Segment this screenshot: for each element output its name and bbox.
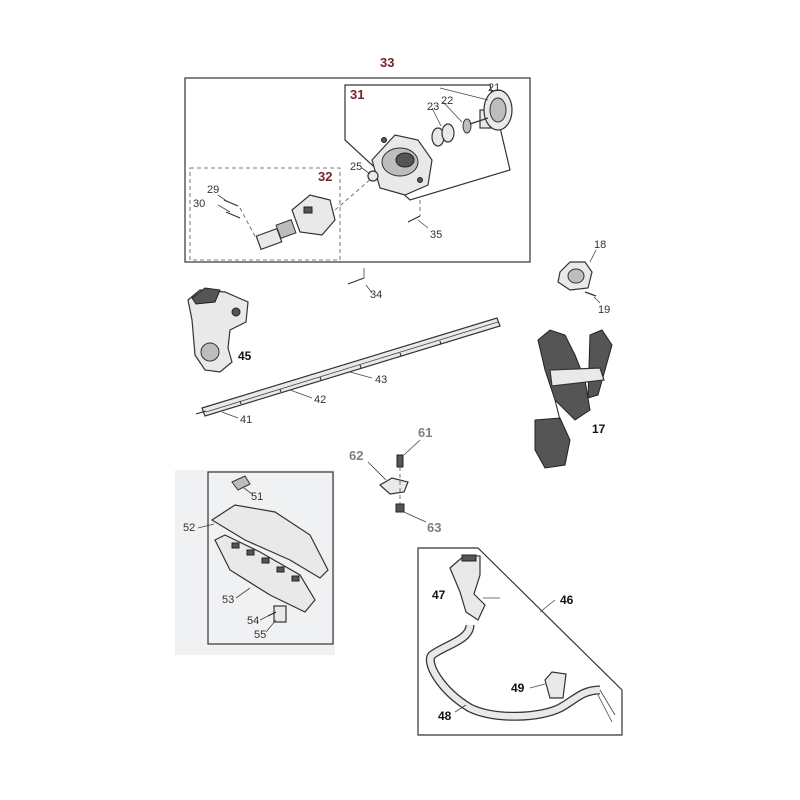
label-34: 34 [370, 289, 382, 301]
shield-slots [231, 542, 300, 582]
handle-bracket-45: 45 [187, 287, 252, 373]
screw-54 [267, 611, 277, 617]
assembly-33: 33 31 32 [184, 55, 531, 263]
bracket-62: 61 62 63 [349, 425, 441, 535]
washer-25 [367, 170, 379, 182]
label-49: 49 [511, 681, 525, 695]
screw-34: 34 [347, 268, 382, 301]
clutch-drum-21 [469, 89, 513, 131]
label-22: 22 [441, 95, 453, 107]
label-52: 52 [183, 522, 195, 534]
gear-housing [371, 134, 433, 196]
bearing-23 [431, 123, 455, 147]
plate-55 [273, 605, 287, 623]
clamp-18: 18 19 [557, 239, 610, 316]
drive-shaft-end [195, 410, 207, 415]
label-17: 17 [592, 422, 606, 436]
label-30: 30 [193, 198, 205, 210]
tube-ribs [239, 340, 442, 405]
shield-frame [207, 471, 334, 645]
label-41: 41 [240, 414, 252, 426]
drive-tube: 43 42 41 [195, 317, 501, 426]
grip-47 [449, 554, 486, 621]
label-43: 43 [375, 374, 387, 386]
label-42: 42 [314, 394, 326, 406]
label-48: 48 [438, 709, 452, 723]
screw-35 [407, 215, 421, 223]
assembly-32-frame [189, 167, 341, 261]
tube-clamp-32 [255, 194, 336, 251]
label-21: 21 [488, 82, 500, 94]
label-18: 18 [594, 239, 606, 251]
label-19: 19 [598, 304, 610, 316]
label-35: 35 [430, 229, 442, 241]
label-23: 23 [427, 101, 439, 113]
label-32: 32 [318, 169, 332, 184]
screw-61 [396, 454, 404, 468]
circlip-22 [462, 118, 472, 134]
label-61: 61 [418, 425, 432, 440]
assembly-path [239, 207, 257, 239]
label-25: 25 [350, 161, 362, 173]
label-33: 33 [380, 55, 394, 70]
label-29: 29 [207, 184, 219, 196]
assembly-31-frame [344, 84, 511, 201]
label-31: 31 [350, 87, 364, 102]
label-54: 54 [247, 615, 259, 627]
label-46: 46 [560, 593, 574, 607]
harness-17: 17 [534, 329, 613, 469]
clip-51 [231, 475, 251, 491]
screw-30 [225, 211, 241, 219]
shield-assembly: 51 52 53 54 55 [175, 470, 335, 655]
label-55: 55 [254, 629, 266, 641]
assembly-path [334, 177, 373, 211]
label-62: 62 [349, 448, 363, 463]
handle-frame [417, 547, 623, 736]
assembly-33-frame [184, 77, 531, 263]
label-51: 51 [251, 491, 263, 503]
grip-49 [544, 671, 567, 699]
label-63: 63 [427, 520, 441, 535]
nut-63 [395, 503, 405, 513]
label-53: 53 [222, 594, 234, 606]
label-45: 45 [238, 349, 252, 363]
label-47: 47 [432, 588, 446, 602]
handle-assembly-46: 47 46 49 48 [417, 547, 623, 736]
